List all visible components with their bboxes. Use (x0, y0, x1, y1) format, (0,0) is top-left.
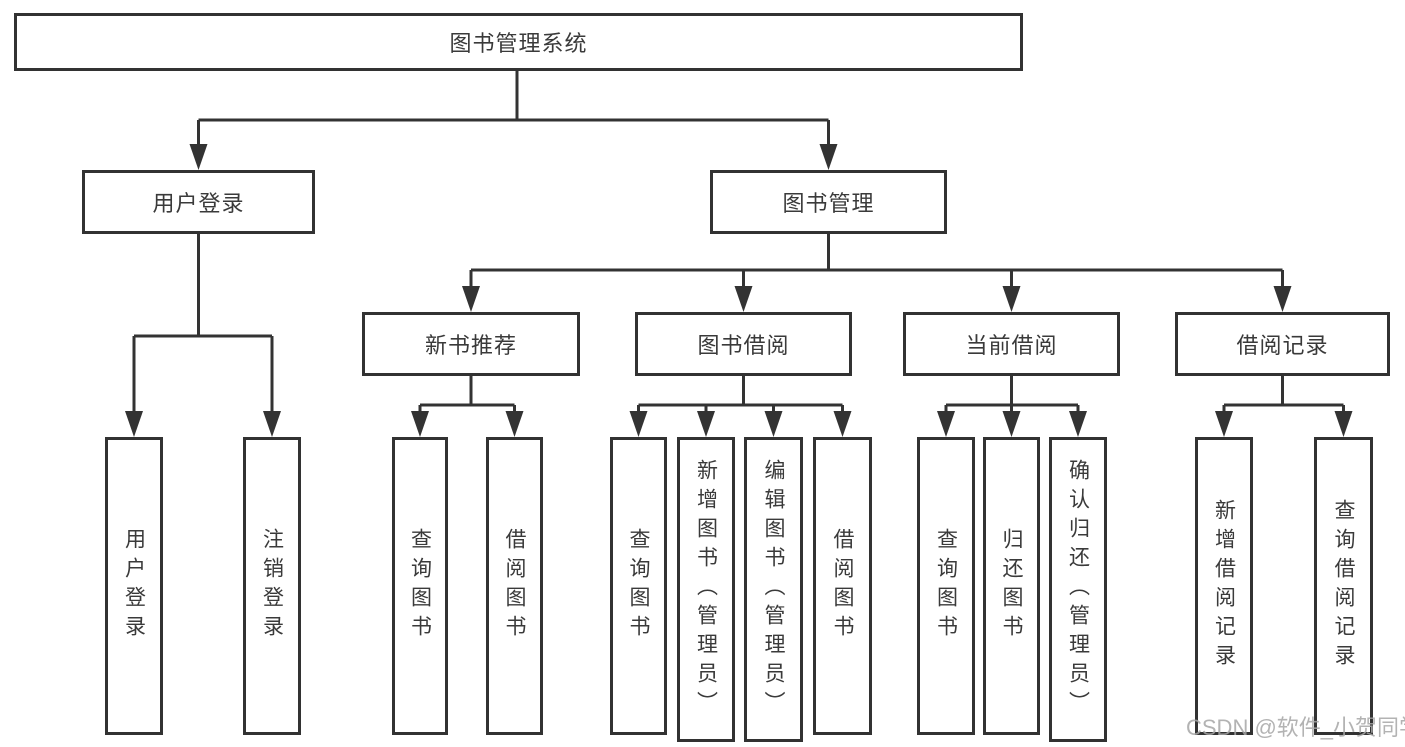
leaf-label: 确认归还（管理员） (1066, 459, 1090, 720)
node-user-login: 用户登录 (82, 170, 315, 234)
leaf-query-books: 查询图书 (392, 437, 448, 735)
leaf-query-books: 查询图书 (917, 437, 975, 735)
node-borrowing-records: 借阅记录 (1175, 312, 1390, 376)
node-label: 用户登录 (152, 191, 245, 216)
leaf-logout: 注销登录 (243, 437, 301, 735)
leaf-label: 编辑图书（管理员） (762, 459, 785, 720)
leaf-label: 注销登录 (260, 528, 284, 644)
leaf-label: 查询图书 (408, 528, 432, 644)
leaf-add-borrow-record: 新增借阅记录 (1195, 437, 1253, 735)
leaf-confirm-return-admin: 确认归还（管理员） (1049, 437, 1107, 742)
node-label: 图书管理系统 (449, 31, 588, 56)
leaf-query-borrow-record: 查询借阅记录 (1314, 437, 1373, 735)
leaf-query-books: 查询图书 (610, 437, 667, 735)
leaf-label: 查询借阅记录 (1332, 499, 1355, 673)
leaf-label: 查询图书 (627, 528, 650, 644)
node-label: 当前借阅 (965, 333, 1058, 358)
node-new-book-recommendation: 新书推荐 (362, 312, 580, 376)
node-book-management: 图书管理 (710, 170, 947, 234)
leaf-label: 新增借阅记录 (1212, 499, 1236, 673)
leaf-label: 查询图书 (934, 528, 958, 644)
node-label: 图书借阅 (697, 333, 790, 358)
leaf-label: 借阅图书 (503, 528, 526, 644)
leaf-label: 新增图书（管理员） (694, 459, 718, 720)
node-label: 借阅记录 (1236, 333, 1329, 358)
leaf-borrow-book: 借阅图书 (813, 437, 872, 735)
node-current-borrowing: 当前借阅 (903, 312, 1120, 376)
leaf-add-book-admin: 新增图书（管理员） (677, 437, 735, 742)
csdn-watermark: CSDN @软件_小贺同学 (1186, 715, 1405, 740)
leaf-label: 用户登录 (122, 528, 146, 644)
leaf-edit-book-admin: 编辑图书（管理员） (744, 437, 803, 742)
node-library-management-system: 图书管理系统 (14, 13, 1023, 71)
leaf-borrow-book: 借阅图书 (486, 437, 543, 735)
arrowheads (125, 144, 1353, 437)
node-label: 图书管理 (782, 191, 875, 216)
leaf-label: 借阅图书 (831, 528, 854, 644)
tree-edges (132, 71, 1345, 418)
leaf-label: 归还图书 (1000, 528, 1023, 644)
node-label: 新书推荐 (424, 333, 517, 358)
node-book-borrowing: 图书借阅 (635, 312, 852, 376)
leaf-return-book: 归还图书 (983, 437, 1040, 735)
leaf-user-login: 用户登录 (105, 437, 163, 735)
